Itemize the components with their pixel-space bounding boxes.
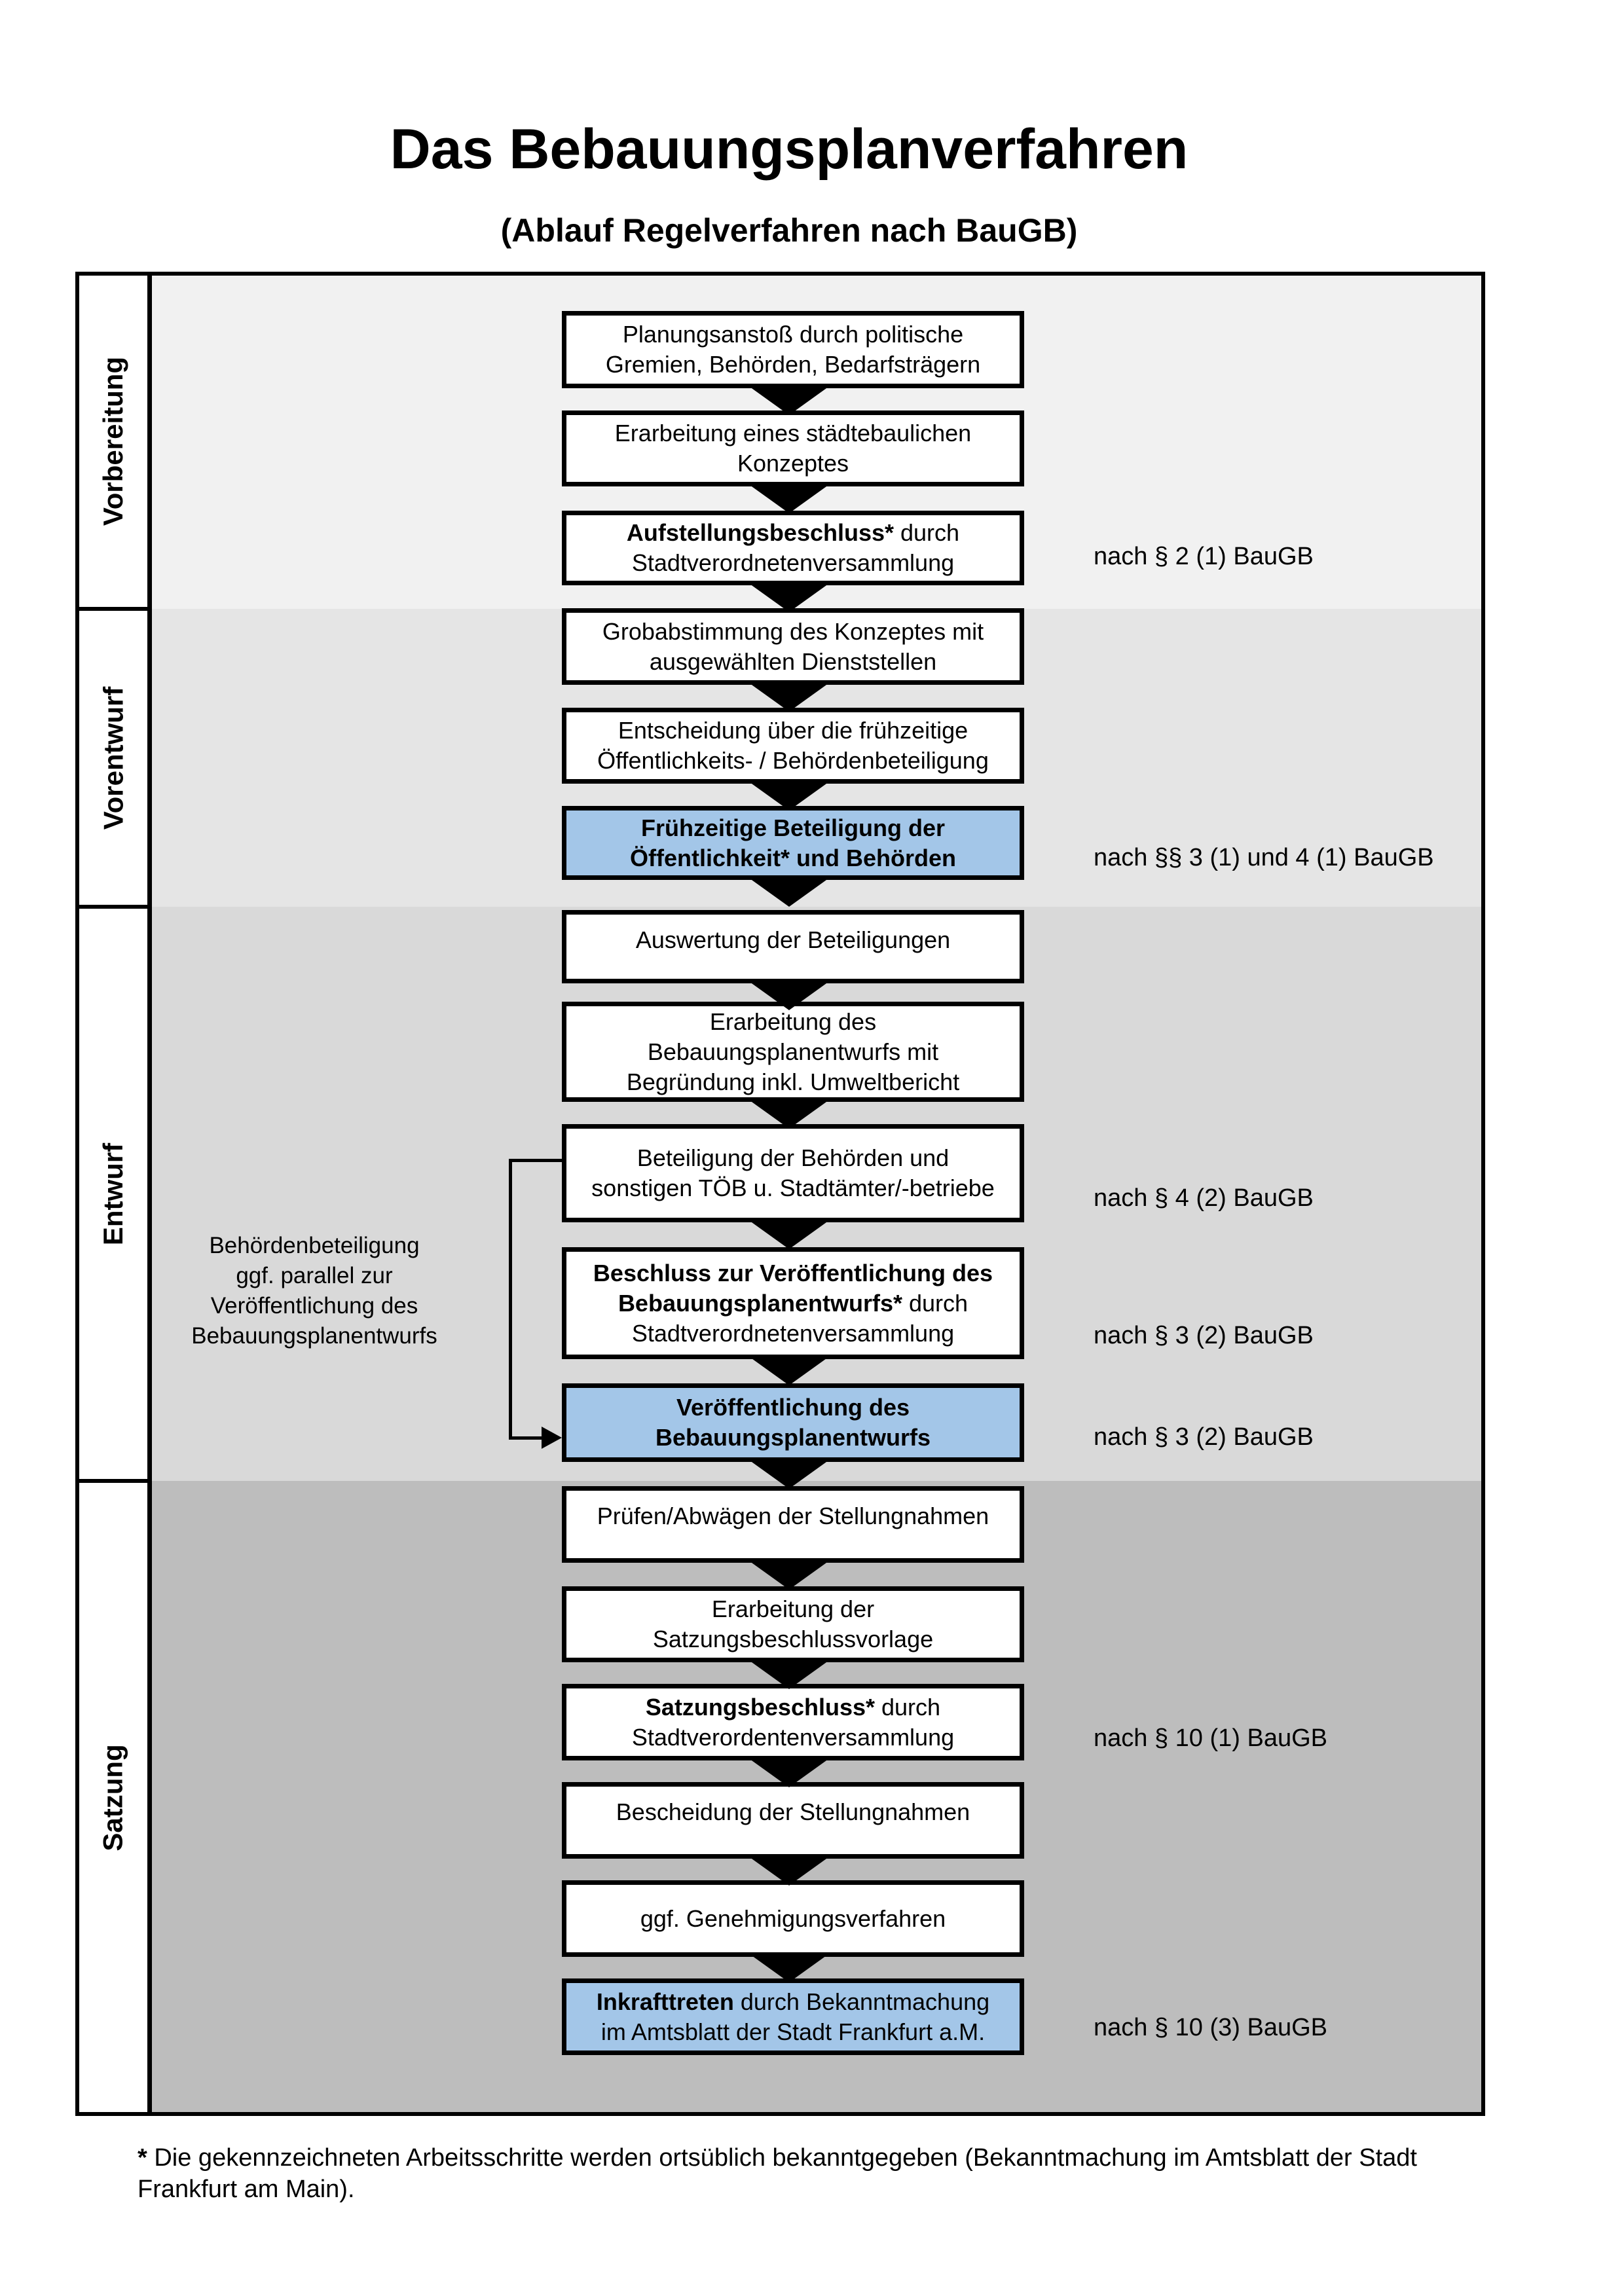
process-box-highlighted: Frühzeitige Beteiligung der Öffentlichke… [562, 806, 1024, 880]
legal-reference: nach § 2 (1) BauGB [1094, 543, 1314, 570]
legal-reference: nach § 10 (3) BauGB [1094, 2014, 1327, 2041]
arrow-down-icon [747, 1459, 831, 1489]
connector-arrowhead-icon [542, 1427, 562, 1449]
arrow-down-icon [747, 1757, 831, 1787]
process-box: Auswertung der Beteiligungen [562, 910, 1024, 983]
process-box: Beschluss zur Veröffentlichung des Bebau… [562, 1247, 1024, 1359]
phase-separator [79, 905, 147, 909]
phase-separator [79, 1479, 147, 1483]
legal-reference: nach § 3 (2) BauGB [1094, 1423, 1314, 1451]
process-box-text: ggf. Genehmigungsverfahren [640, 1904, 946, 1932]
phase-label-column [79, 276, 147, 2112]
legal-reference: nach §§ 3 (1) und 4 (1) BauGB [1094, 844, 1434, 871]
footnote-marker: * [138, 2144, 147, 2172]
arrow-down-icon [747, 483, 831, 513]
page-title: Das Bebauungsplanverfahren [390, 118, 1189, 181]
arrow-down-icon [747, 780, 831, 811]
process-box: ggf. Genehmigungsverfahren [562, 1880, 1024, 1957]
process-box-text: Grobabstimmung des Konzeptes mit ausgewä… [602, 617, 984, 675]
process-box-text: Planungsanstoß durch politische Gremien,… [605, 321, 981, 378]
footnote-text: Die gekennzeichneten Arbeitsschritte wer… [138, 2144, 1417, 2203]
legal-reference: nach § 4 (2) BauGB [1094, 1184, 1314, 1212]
label-column-divider [147, 276, 152, 2112]
process-box-text: Satzungsbeschluss* durch Stadtverordente… [631, 1693, 955, 1751]
arrow-down-icon [747, 385, 831, 415]
process-box: Erarbeitung der Satzungsbeschlussvorlage [562, 1586, 1024, 1662]
process-box-highlighted: Inkrafttreten durch Bekanntmachung im Am… [562, 1978, 1024, 2055]
process-box-text: Beteiligung der Behörden und sonstigen T… [591, 1144, 995, 1201]
process-box: Bescheidung der Stellungnahmen [562, 1782, 1024, 1859]
arrow-down-icon [747, 1952, 831, 1982]
elbow-connector-bottom [509, 1436, 543, 1440]
process-box: Entscheidung über die frühzeitige Öffent… [562, 708, 1024, 784]
process-box-text: Aufstellungsbeschluss* durch Stadtverord… [626, 519, 960, 576]
process-box: Erarbeitung eines städtebaulichen Konzep… [562, 410, 1024, 486]
legal-reference: nach § 3 (2) BauGB [1094, 1322, 1314, 1349]
elbow-connector-vertical [509, 1159, 512, 1440]
process-box: Planungsanstoß durch politische Gremien,… [562, 311, 1024, 388]
process-box-text: Prüfen/Abwägen der Stellungnahmen [597, 1503, 989, 1529]
process-box-text: Erarbeitung des Bebauungsplanentwurfs mi… [626, 1008, 960, 1095]
process-box-text: Inkrafttreten durch Bekanntmachung im Am… [596, 1988, 990, 2045]
page-subtitle: (Ablauf Regelverfahren nach BauGB) [500, 212, 1078, 249]
arrow-down-icon [747, 1855, 831, 1886]
flowchart-frame [75, 272, 1485, 2116]
arrow-down-icon [747, 1099, 831, 1129]
footnote: * Die gekennzeichneten Arbeitsschritte w… [138, 2142, 1493, 2205]
process-box-text: Beschluss zur Veröffentlichung des Bebau… [593, 1259, 993, 1347]
process-box-highlighted: Veröffentlichung des Bebauungsplanentwur… [562, 1383, 1024, 1462]
process-box: Aufstellungsbeschluss* durch Stadtverord… [562, 511, 1024, 585]
arrow-down-icon [747, 1355, 831, 1385]
process-box-text: Veröffentlichung des Bebauungsplanentwur… [655, 1394, 931, 1451]
process-box-text: Auswertung der Beteiligungen [635, 926, 951, 953]
arrow-down-icon [747, 582, 831, 612]
process-box: Grobabstimmung des Konzeptes mit ausgewä… [562, 608, 1024, 685]
arrow-down-icon [747, 1659, 831, 1689]
process-box: Prüfen/Abwägen der Stellungnahmen [562, 1486, 1024, 1563]
arrow-down-icon [747, 980, 831, 1010]
arrow-down-icon [747, 877, 831, 907]
process-box: Erarbeitung des Bebauungsplanentwurfs mi… [562, 1002, 1024, 1102]
side-note: Behördenbeteiligung ggf. parallel zur Ve… [191, 1233, 437, 1349]
process-box-text: Bescheidung der Stellungnahmen [616, 1798, 970, 1825]
process-box-text: Erarbeitung eines städtebaulichen Konzep… [614, 420, 972, 477]
process-box-text: Entscheidung über die frühzeitige Öffent… [597, 717, 989, 774]
process-box: Beteiligung der Behörden und sonstigen T… [562, 1124, 1024, 1222]
elbow-connector-top [509, 1159, 562, 1162]
process-box-text: Frühzeitige Beteiligung der Öffentlichke… [629, 814, 957, 871]
phase-separator [79, 607, 147, 611]
arrow-down-icon [747, 682, 831, 712]
process-box-text: Erarbeitung der Satzungsbeschlussvorlage [652, 1595, 934, 1652]
process-box: Satzungsbeschluss* durch Stadtverordente… [562, 1684, 1024, 1760]
arrow-down-icon [747, 1559, 831, 1590]
legal-reference: nach § 10 (1) BauGB [1094, 1724, 1327, 1752]
arrow-down-icon [747, 1219, 831, 1249]
